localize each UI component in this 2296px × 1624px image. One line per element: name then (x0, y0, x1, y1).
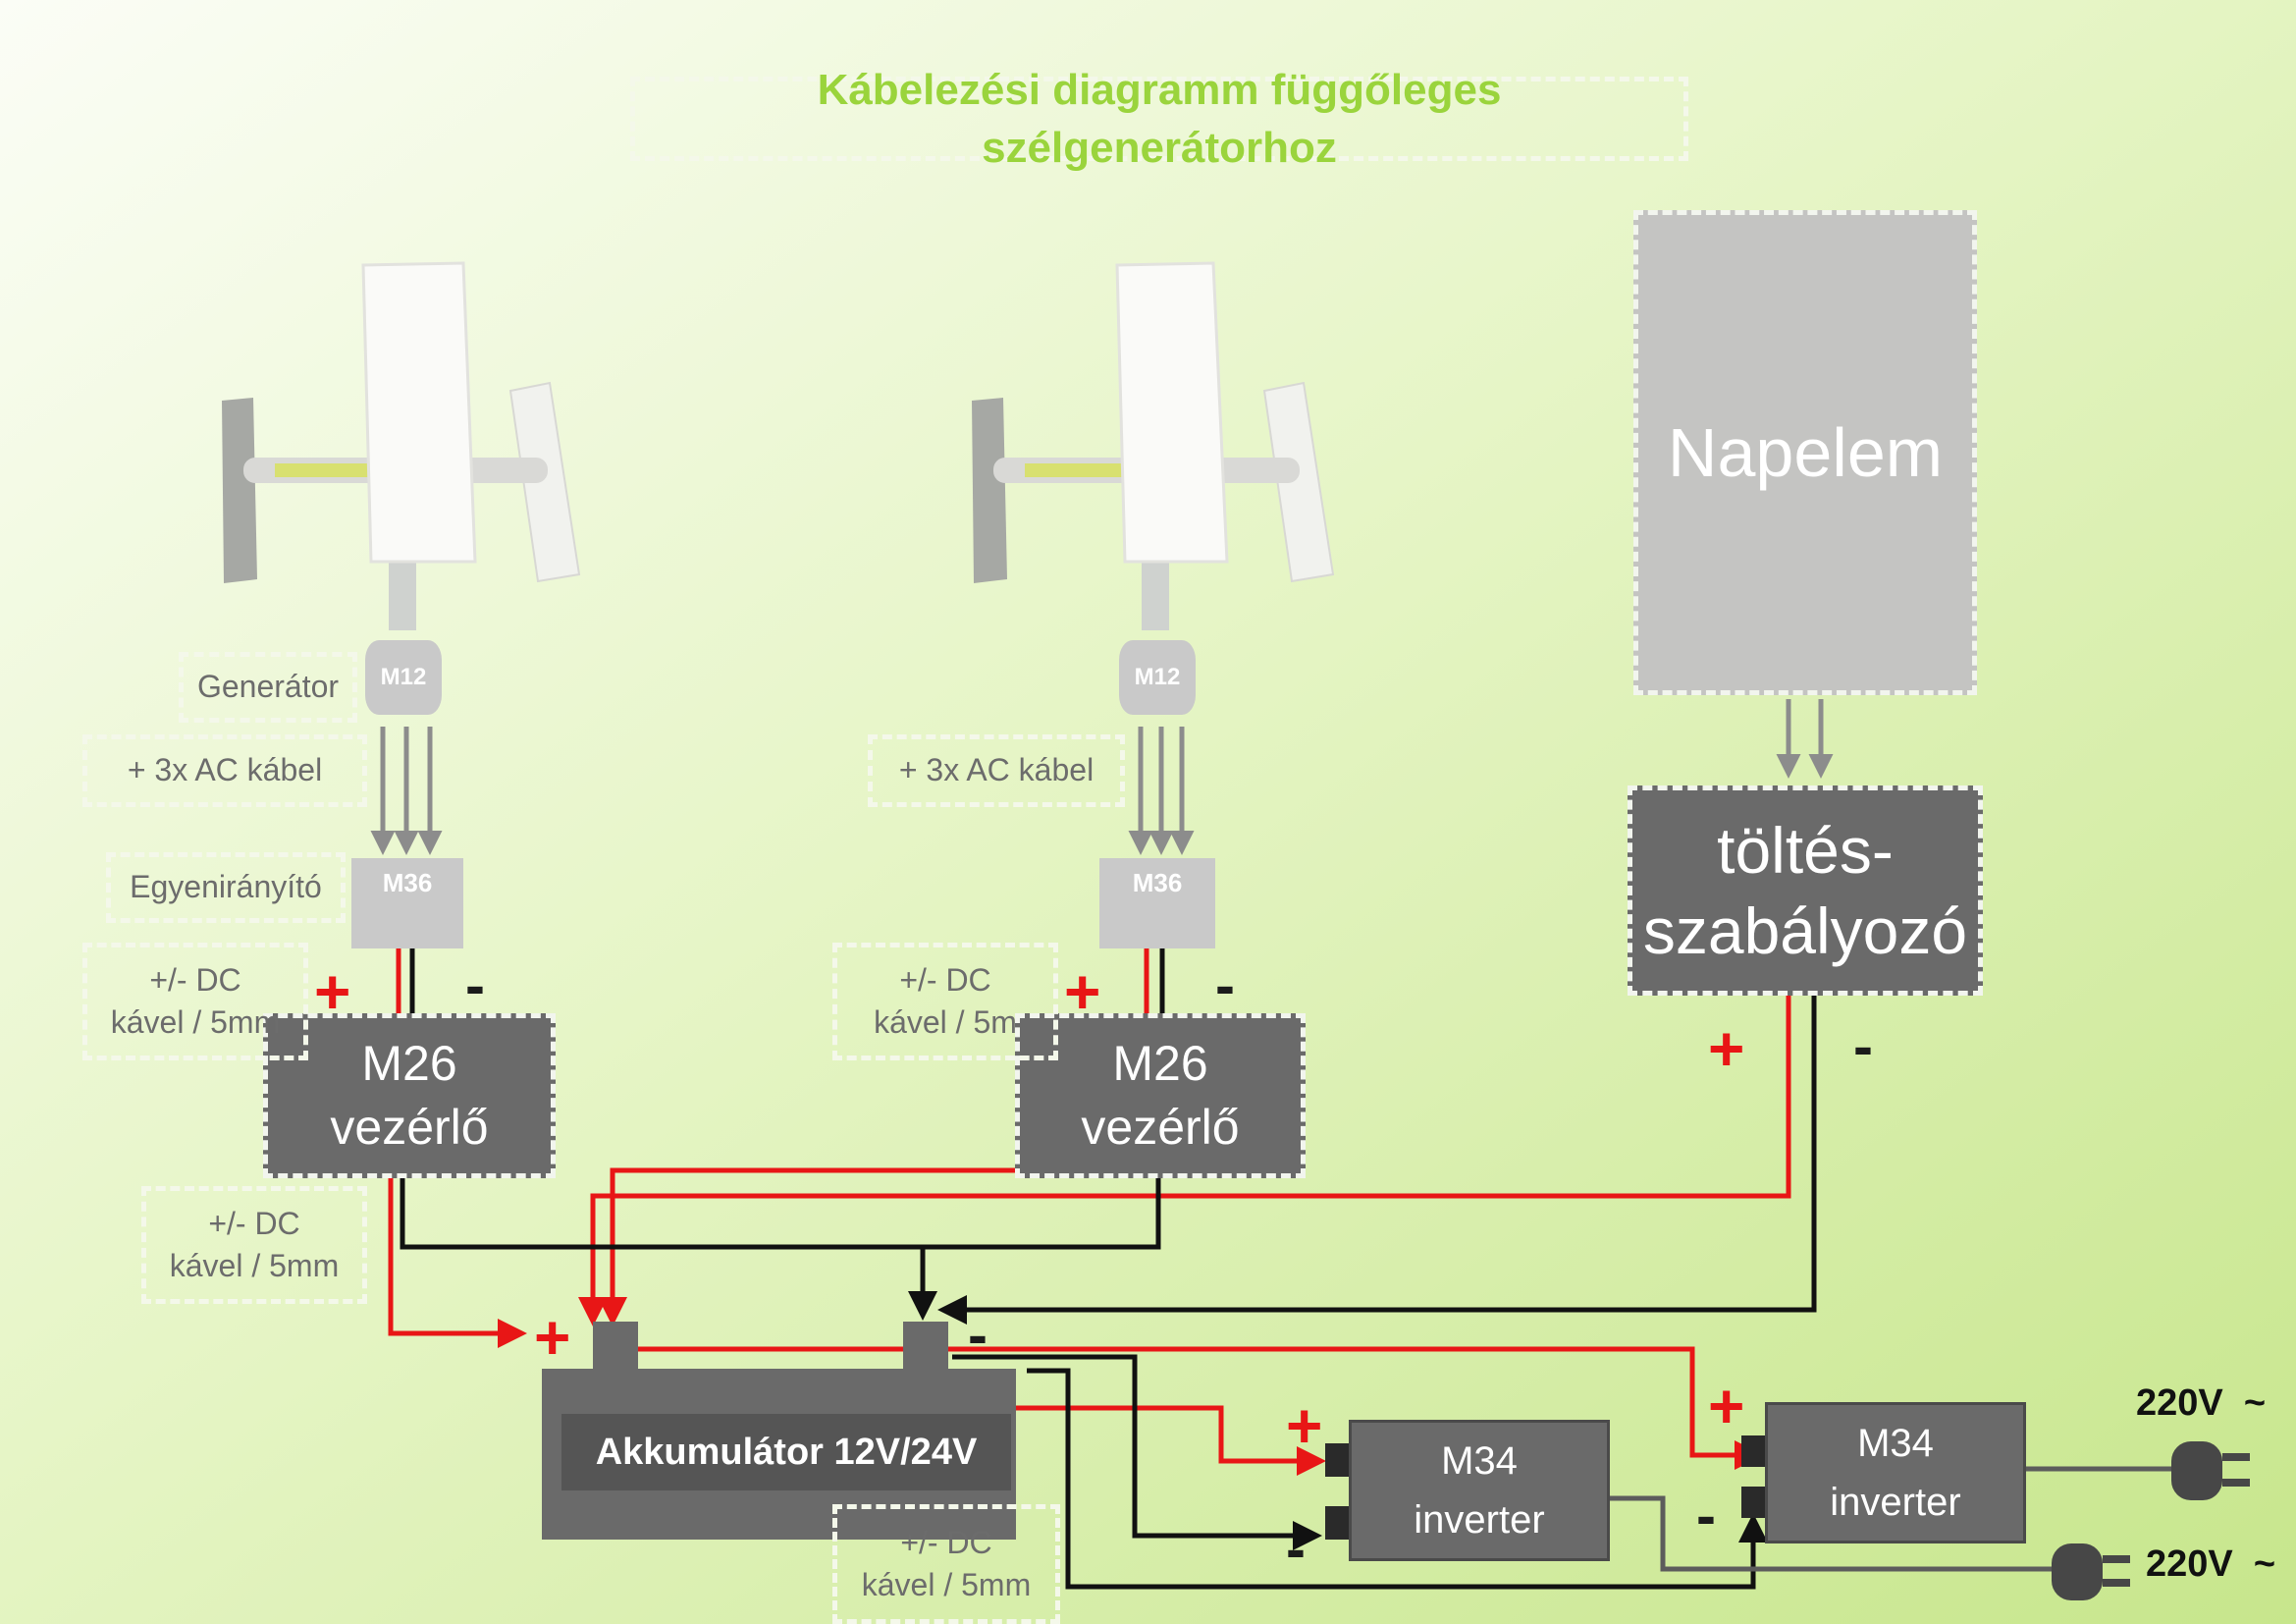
plus-sign: + (534, 1302, 571, 1373)
ac-cable-label: + 3x AC kábel (82, 734, 367, 807)
m26-controller: M26 vezérlő (263, 1013, 556, 1178)
rectifier-dc-wires (396, 948, 1165, 1021)
m12-module: M12 (365, 640, 442, 715)
wind-turbine-icon (972, 261, 1335, 630)
plug-icon (2171, 1441, 2250, 1500)
m34-inverter: M34 inverter (1349, 1420, 1610, 1561)
m36-rectifier: M36 (1099, 858, 1215, 948)
plug-icon (2052, 1543, 2130, 1600)
charge-controller: töltés- szabályozó (1628, 785, 1983, 996)
minus-sign: - (968, 1302, 988, 1368)
voltage-label: 220V ~ (2136, 1382, 2267, 1424)
minus-sign: - (1286, 1516, 1306, 1582)
dc-cable-label: +/- DC kável / 5mm (82, 943, 308, 1060)
minus-sign: - (1853, 1013, 1873, 1079)
minus-sign: - (465, 952, 485, 1018)
ac-outputs (1610, 1466, 2171, 1572)
wind-turbine-icon (222, 261, 581, 630)
solar-wires (1776, 699, 1834, 779)
battery-label: Akkumulátor 12V/24V (595, 1431, 978, 1473)
ac-wires-1 (370, 727, 443, 855)
dc-cable-label: +/- DC kável / 5mm (141, 1186, 367, 1304)
rectifier-label: Egyenirányító (106, 852, 346, 923)
minus-sign: - (1215, 952, 1235, 1018)
dc-cable-label: +/- DC kável / 5mm (832, 1504, 1060, 1624)
m36-rectifier: M36 (351, 858, 463, 948)
m26-controller: M26 vezérlő (1015, 1013, 1306, 1178)
ac-cable-label: + 3x AC kábel (868, 734, 1125, 807)
plus-sign: + (1064, 956, 1101, 1027)
plus-sign: + (1708, 1013, 1745, 1084)
voltage-label: 220V ~ (2146, 1543, 2276, 1585)
generator-label: Generátor (179, 652, 357, 723)
m12-module: M12 (1119, 640, 1196, 715)
negative-wires (400, 996, 1817, 1590)
battery-body (542, 1322, 1016, 1540)
minus-sign: - (1696, 1483, 1716, 1548)
inverter-terminals (1325, 1435, 1767, 1540)
solar-panel: Napelem (1633, 210, 1977, 695)
ac-wires-2 (1128, 727, 1195, 855)
plus-sign: + (314, 956, 351, 1027)
dc-cable-label: +/- DC kável / 5m (832, 943, 1058, 1060)
plus-sign: + (1708, 1371, 1745, 1441)
plus-sign: + (1286, 1390, 1323, 1461)
m34-inverter: M34 inverter (1765, 1402, 2026, 1543)
